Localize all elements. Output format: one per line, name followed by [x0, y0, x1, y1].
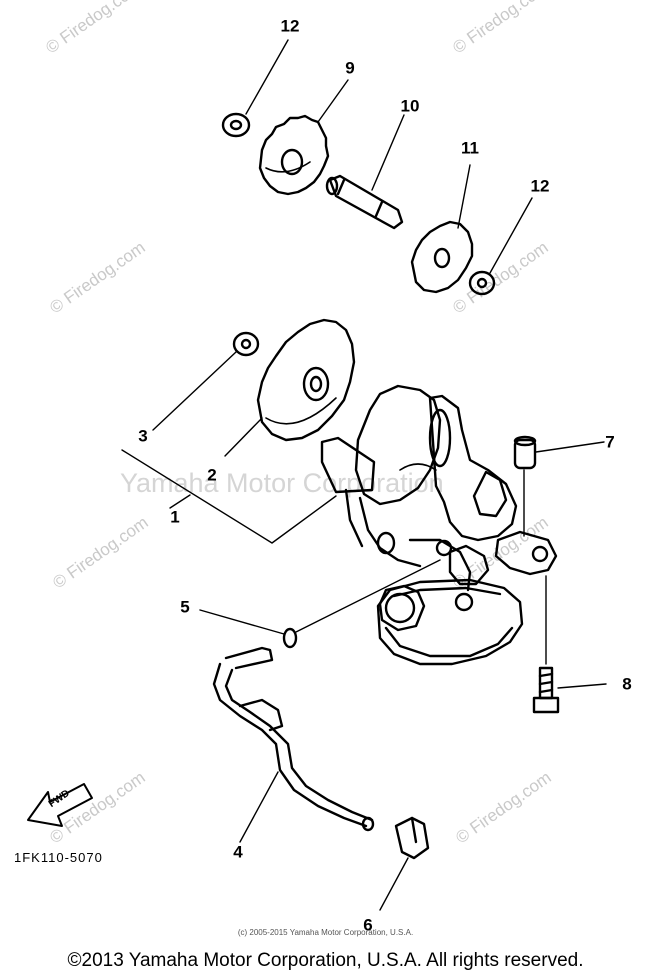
callout-4: 4	[233, 842, 243, 862]
gear-11	[410, 220, 474, 294]
leader-9	[317, 79, 349, 123]
leader-3	[152, 351, 237, 431]
leader-1	[169, 494, 191, 509]
callout-11: 11	[461, 138, 479, 158]
leader-5-axis	[295, 559, 441, 633]
block-6	[394, 816, 430, 860]
diagram-code: 1FK110-5070	[14, 850, 103, 865]
washer-12-top	[221, 112, 251, 138]
gear-2	[256, 318, 356, 442]
assembly-1-bracket	[121, 449, 337, 544]
leader-7	[535, 441, 605, 453]
leader-4	[239, 771, 279, 843]
leader-12-lower	[489, 197, 533, 274]
callout-9: 9	[345, 58, 355, 78]
callout-5: 5	[180, 597, 190, 617]
bolt-8	[532, 666, 560, 714]
leader-10	[371, 114, 405, 191]
collar-7	[513, 435, 537, 470]
leader-8	[557, 683, 607, 689]
leader-11	[457, 164, 471, 229]
oring-5	[282, 627, 298, 649]
washer-12-lower	[468, 270, 496, 296]
callout-12-lower: 12	[530, 176, 550, 196]
callout-1: 1	[170, 507, 180, 527]
shaft-10	[325, 174, 404, 230]
gear-9	[258, 114, 330, 196]
leader-2	[224, 417, 263, 457]
leader-12-top	[245, 39, 289, 115]
callout-2: 2	[207, 465, 217, 485]
callout-10: 10	[400, 96, 420, 116]
leader-6	[379, 857, 409, 911]
callout-3: 3	[138, 426, 148, 446]
washer-3	[232, 331, 260, 357]
copyright-notice: ©2013 Yamaha Motor Corporation, U.S.A. A…	[67, 950, 584, 971]
callout-6: 6	[363, 915, 373, 935]
callout-7: 7	[605, 432, 615, 452]
oil-pump-body	[320, 384, 558, 666]
pipe-4	[212, 646, 375, 832]
leader-5	[199, 609, 285, 635]
fine-print: (c) 2005-2015 Yamaha Motor Corporation, …	[237, 928, 414, 937]
callout-8: 8	[622, 674, 632, 694]
fwd-arrow-icon	[27, 783, 93, 827]
callout-12-top: 12	[280, 16, 300, 36]
